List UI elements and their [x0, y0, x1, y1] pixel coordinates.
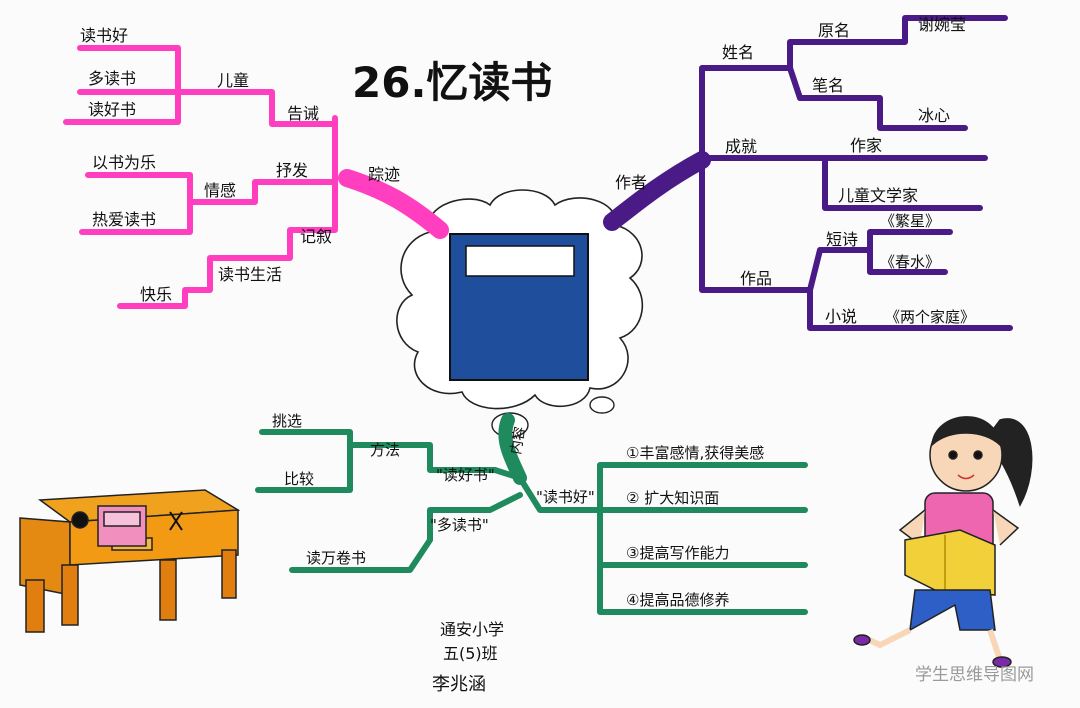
good-label: "读书好"	[536, 488, 595, 506]
express-sub-label: 情感	[204, 181, 236, 200]
signature-name: 李兆涵	[432, 674, 486, 695]
author-label: 作者	[615, 173, 647, 192]
signature-class: 五(5)班	[443, 644, 498, 663]
girl-reading-illustration	[853, 416, 1033, 668]
name-label: 姓名	[722, 43, 754, 62]
original-name-value: 谢婉莹	[918, 15, 966, 34]
watermark: 学生思维导图网	[915, 665, 1034, 685]
author-labels: 作者 姓名 原名 谢婉莹 笔名 冰心 成就 作家 儿童文学家 作品 短诗 《繁星…	[615, 15, 975, 326]
center-book	[449, 233, 589, 381]
content-labels: 内容 "读书好" ①丰富感情,获得美感 ② 扩大知识面 ③提高写作能力 ④提高品…	[272, 412, 764, 609]
achievement-label: 成就	[725, 137, 757, 156]
novel-value: 《两个家庭》	[885, 308, 975, 326]
good-item: ④提高品德修养	[626, 591, 729, 609]
pen-name-label: 笔名	[812, 76, 844, 95]
poem-item: 《春水》	[880, 253, 940, 271]
signature-block: 通安小学 五(5)班 李兆涵	[432, 620, 504, 695]
page-title: 26.忆读书	[352, 58, 552, 107]
good-item: ①丰富感情,获得美感	[626, 444, 764, 462]
original-name-label: 原名	[818, 21, 850, 40]
works-label: 作品	[740, 269, 772, 288]
branch-author	[603, 15, 1013, 331]
tell-sub-label: 儿童	[217, 71, 249, 90]
poems-label: 短诗	[826, 230, 858, 249]
tell-item: 多读书	[88, 69, 136, 88]
pen-name-value: 冰心	[918, 106, 950, 125]
novel-label: 小说	[825, 307, 857, 326]
signature-school: 通安小学	[440, 620, 504, 639]
read-more-item: 读万卷书	[306, 549, 366, 567]
poem-item: 《繁星》	[880, 212, 940, 230]
method-item: 挑选	[272, 412, 302, 430]
good-books-label: "读好书"	[436, 466, 495, 484]
express-item: 以书为乐	[92, 153, 156, 172]
record-label: 记叙	[300, 227, 332, 246]
read-more-label: "多读书"	[430, 516, 489, 534]
good-item: ③提高写作能力	[626, 544, 729, 562]
trace-labels: 踪迹 告诫 儿童 读书好 多读书 读好书 抒发 情感 以书为乐 热爱读书 记叙 …	[80, 26, 400, 304]
content-label: 内容	[507, 425, 529, 456]
method-label: 方法	[370, 441, 400, 459]
record-item: 快乐	[140, 285, 172, 304]
tell-label: 告诫	[287, 104, 319, 123]
method-item: 比较	[284, 470, 314, 488]
tell-item: 读好书	[88, 100, 136, 119]
achievement-item: 作家	[850, 136, 882, 155]
branch-content	[255, 413, 808, 615]
tell-item: 读书好	[80, 26, 128, 45]
trace-label: 踪迹	[368, 165, 400, 184]
good-item: ② 扩大知识面	[626, 489, 719, 507]
branch-trace	[63, 45, 449, 309]
desk-illustration	[19, 489, 241, 633]
achievement-item: 儿童文学家	[838, 186, 918, 205]
express-label: 抒发	[276, 161, 308, 180]
record-sub-label: 读书生活	[218, 265, 282, 284]
express-item: 热爱读书	[92, 210, 156, 229]
